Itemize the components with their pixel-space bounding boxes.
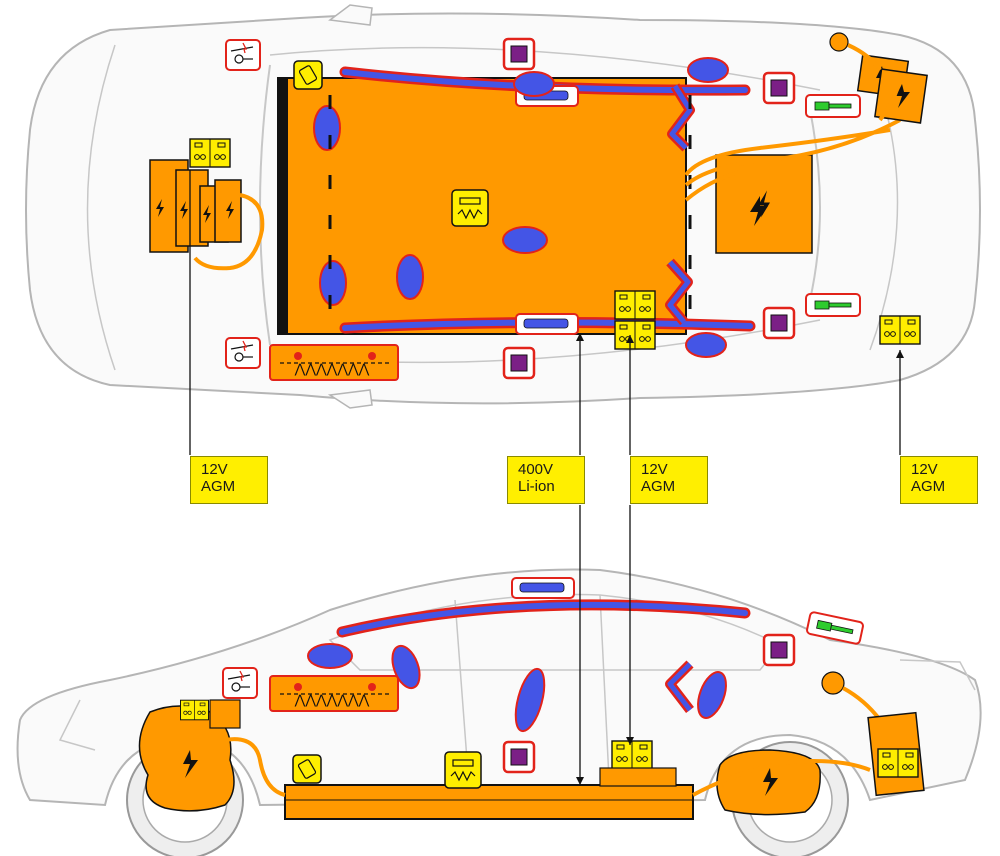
top-center-airbag	[502, 226, 548, 254]
top-pretensioner-rear-left	[762, 71, 796, 105]
side-seat-airbag-front	[514, 667, 546, 733]
top-front-hv-components	[149, 159, 242, 253]
side-12v-battery-front	[180, 699, 209, 721]
side-12v-battery-rear	[877, 748, 919, 778]
top-mirror-right	[327, 389, 373, 409]
svg-text:⋀⋀⋀⋀⋀⋀⋀: ⋀⋀⋀⋀⋀⋀⋀	[294, 362, 370, 377]
side-12v-battery-mid	[611, 740, 653, 770]
side-rear-motor	[716, 749, 821, 816]
top-12v-battery-mid-lower	[614, 320, 656, 350]
label-hv-line1: 400V	[518, 461, 554, 478]
top-front-hv-cables	[193, 193, 265, 271]
top-gas-strut-lower	[805, 293, 861, 317]
top-12v-battery-mid	[614, 290, 656, 320]
label-mid-12v-agm: 12V AGM	[630, 456, 708, 504]
top-rear-window	[809, 109, 821, 301]
side-knee-airbag	[391, 644, 421, 690]
top-rear-fuel-cap	[829, 32, 849, 52]
top-hood-actuator-right	[225, 337, 261, 369]
label-front-12v-agm: 12V AGM	[190, 456, 268, 504]
top-rear-hv-cables	[684, 118, 901, 202]
side-reinforcement-strip: ⋀⋀⋀⋀⋀⋀⋀	[269, 675, 399, 712]
label-rear-12v-line1: 12V	[911, 461, 938, 478]
top-floor-reinforcement	[278, 78, 288, 334]
top-driver-airbag	[313, 105, 341, 151]
top-rear-hv-box	[856, 54, 928, 124]
top-pretensioner-front-right	[502, 346, 536, 380]
top-airbag-control-unit-icon	[451, 189, 489, 227]
side-pretensioner-rear	[762, 633, 796, 667]
svg-text:⋀⋀⋀⋀⋀⋀⋀: ⋀⋀⋀⋀⋀⋀⋀	[294, 693, 370, 708]
side-rear-cables	[692, 759, 871, 797]
label-mid-12v-line2: AGM	[641, 478, 676, 495]
side-rear-fuel-cap	[821, 671, 845, 695]
top-12v-battery-rear	[879, 315, 921, 345]
top-fuse-icon	[293, 60, 323, 90]
side-hv-battery	[284, 784, 694, 820]
label-mid-12v-line1: 12V	[641, 461, 668, 478]
top-view: ⋀⋀⋀⋀⋀⋀⋀	[25, 4, 981, 455]
label-front-12v-line2: AGM	[201, 478, 236, 495]
top-mirror-left	[328, 4, 373, 26]
top-knee-airbag	[396, 254, 424, 300]
side-airbag-control-unit-icon	[444, 751, 482, 789]
side-front-hv-box	[209, 699, 241, 729]
side-hood-actuator	[222, 667, 258, 699]
side-seat-airbag-rear	[697, 671, 727, 719]
side-front-cables	[224, 737, 286, 797]
side-driver-airbag	[307, 643, 353, 669]
side-view: ⋀⋀⋀⋀⋀⋀⋀	[16, 505, 982, 856]
top-front-line	[86, 44, 116, 371]
label-rear-12v-agm: 12V AGM	[900, 456, 978, 504]
top-pretensioner-front-left	[502, 37, 536, 71]
top-gas-strut-upper	[805, 94, 861, 118]
top-hood-actuator-left	[225, 39, 261, 71]
side-pretensioner-front	[502, 740, 536, 774]
top-side-airbag-rear-right	[685, 332, 727, 358]
label-hv-line2: Li-ion	[518, 478, 555, 495]
label-hv-battery-400v: 400V Li-ion	[507, 456, 585, 504]
top-side-airbag-rear-left	[687, 57, 729, 83]
top-reinforcement-strip: ⋀⋀⋀⋀⋀⋀⋀	[269, 344, 399, 381]
label-rear-12v-line2: AGM	[911, 478, 946, 495]
label-front-12v-line1: 12V	[201, 461, 228, 478]
top-side-airbag-front-left	[513, 71, 555, 97]
top-12v-battery-front	[189, 138, 231, 168]
top-pretensioner-rear-right	[762, 306, 796, 340]
side-fuse-icon	[292, 754, 322, 784]
top-passenger-airbag	[319, 260, 347, 306]
